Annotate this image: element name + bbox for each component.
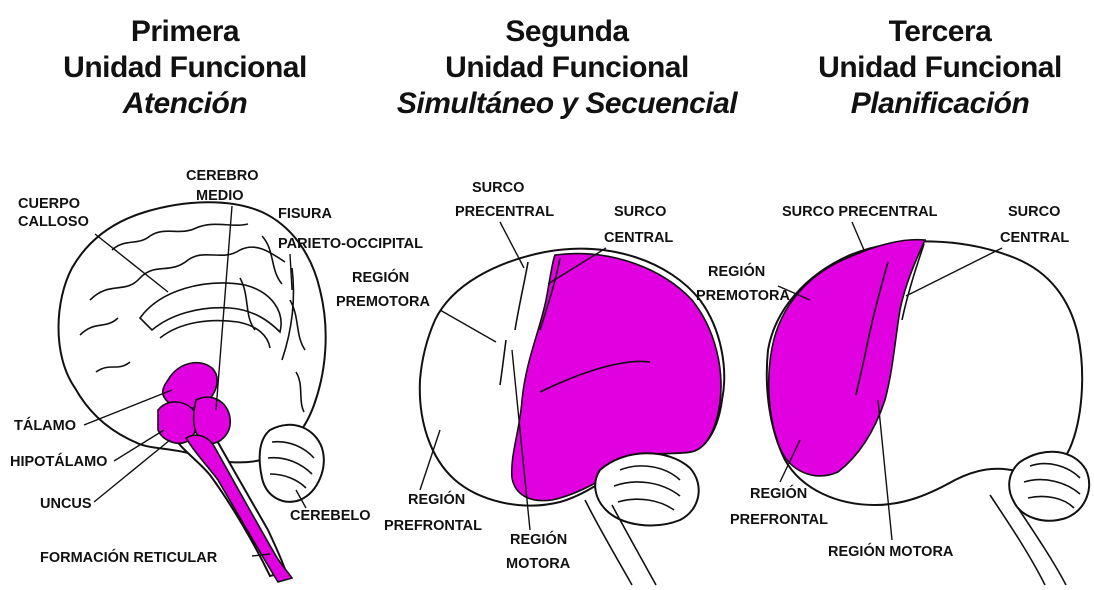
label-surco-precentral: SURCO PRECENTRAL — [782, 204, 938, 220]
label-fisura-1: FISURA — [278, 206, 333, 222]
cerebellum — [1009, 452, 1089, 521]
label-formacion-reticular: FORMACIÓN RETICULAR — [40, 548, 218, 566]
label-region-prefrontal-2: PREFRONTAL — [730, 512, 828, 528]
panel-2-brain — [420, 249, 724, 585]
label-cuerpo-calloso-1: CUERPO — [18, 196, 80, 212]
leader-surco-precentral — [852, 222, 864, 250]
label-talamo: TÁLAMO — [14, 417, 76, 434]
label-surco-precentral-2: PRECENTRAL — [455, 204, 554, 220]
label-cerebro-medio-1: CEREBRO — [186, 168, 259, 184]
label-region-prefrontal-2: PREFRONTAL — [384, 518, 482, 534]
label-region-prefrontal-1: REGIÓN — [408, 490, 465, 508]
label-cerebro-medio-2: MEDIO — [196, 188, 244, 204]
panel-1-brain — [59, 202, 326, 582]
label-surco-precentral-1: SURCO — [472, 180, 524, 196]
label-region-motora-2: MOTORA — [506, 556, 571, 572]
label-region-premotora-1: REGIÓN — [352, 268, 409, 286]
label-uncus: UNCUS — [40, 496, 92, 512]
label-surco-central-1: SURCO — [1008, 204, 1060, 220]
label-surco-central-2: CENTRAL — [604, 230, 673, 246]
cerebellum — [260, 425, 324, 502]
cerebellum — [595, 453, 699, 525]
label-region-prefrontal-1: REGIÓN — [750, 484, 807, 502]
panel-3-brain — [767, 240, 1089, 585]
label-region-premotora-2: PREMOTORA — [336, 294, 431, 310]
label-cerebelo: CEREBELO — [290, 508, 371, 524]
label-cuerpo-calloso-2: CALLOSO — [18, 214, 89, 230]
label-hipotalamo: HIPOTÁLAMO — [10, 453, 107, 470]
label-surco-central-2: CENTRAL — [1000, 230, 1069, 246]
label-region-motora-1: REGIÓN — [510, 530, 567, 548]
label-fisura-2: PARIETO-OCCIPITAL — [278, 236, 423, 252]
label-region-premotora-2: PREMOTORA — [696, 288, 791, 304]
label-surco-central-1: SURCO — [614, 204, 666, 220]
label-region-motora: REGIÓN MOTORA — [828, 542, 954, 560]
label-region-premotora-1: REGIÓN — [708, 262, 765, 280]
